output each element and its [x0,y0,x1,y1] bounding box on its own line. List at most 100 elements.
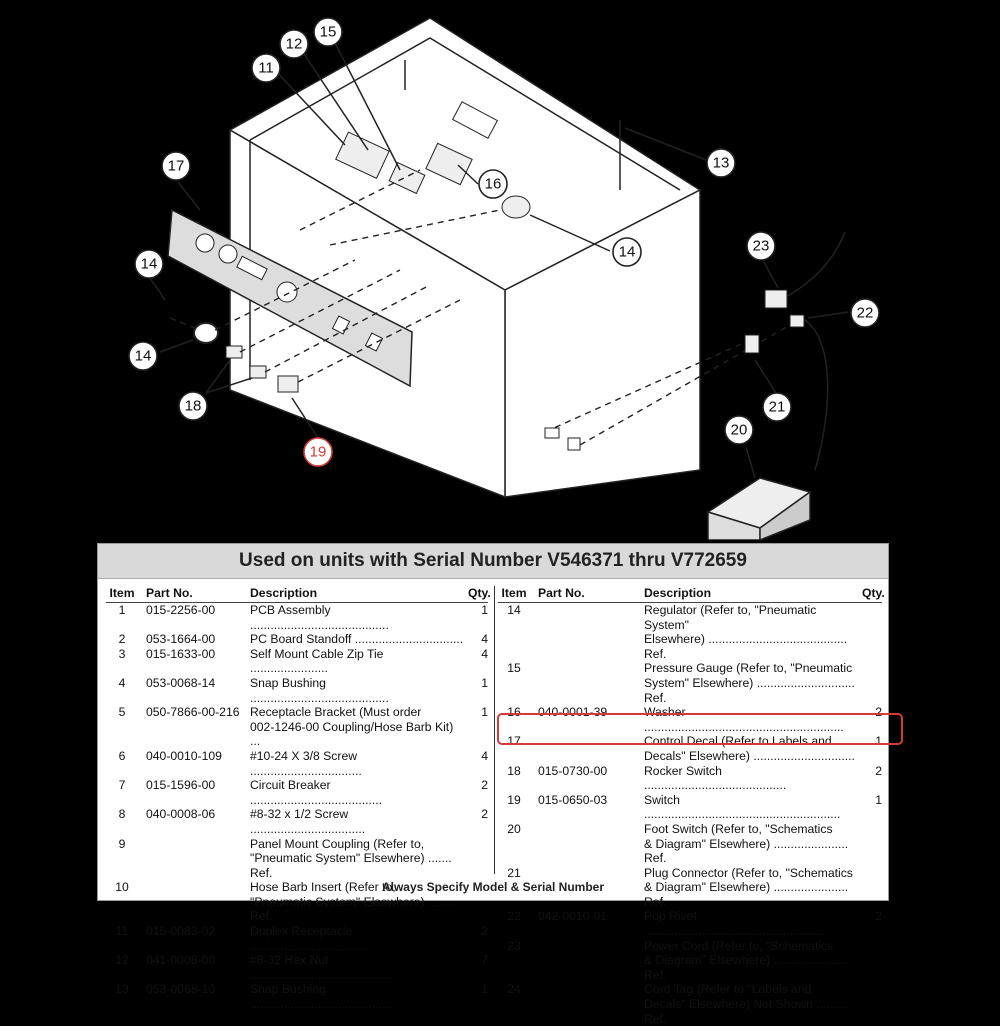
column-headers-left: Item Part No. Description Qty. [106,584,491,603]
quantity [862,661,882,705]
callout-13: 13 [706,148,736,178]
svg-text:19: 19 [310,444,327,461]
header-part-no: Part No. [538,586,585,600]
callout-14-left-bottom: 14 [128,341,158,371]
svg-text:22: 22 [857,305,874,322]
item-number: 21 [507,865,521,880]
description: Self Mount Cable Zip Tie ...............… [250,646,384,676]
quantity: 2 [481,807,488,822]
item-number: 5 [118,705,126,720]
parts-list-table: Used on units with Serial Number V546371… [97,543,889,1026]
quantity [862,822,882,866]
item-number: 12 [115,953,129,968]
header-part-no: Part No. [146,586,193,600]
part-number: 053-0068-10 [146,982,216,997]
cabinet-drawing [149,17,849,540]
callout-19: 19 [303,437,333,467]
quantity: 1 [875,734,882,749]
callout-14-left-top: 14 [134,249,164,279]
quantity: 4 [481,632,488,647]
quantity [468,837,488,881]
quantity: 2 [481,924,488,939]
quantity [862,982,882,1026]
description: Circuit Breaker ........................… [250,778,383,807]
item-number: 1 [118,603,126,617]
item-number: 24 [507,982,521,997]
header-item: Item [109,586,135,600]
item-number: 19 [507,792,521,807]
item-number: 2 [118,632,126,647]
description: Panel Mount Coupling (Refer to, "Pneumat… [250,836,452,880]
item-number: 23 [507,938,521,953]
quantity: 7 [481,953,488,968]
item-number: 7 [118,778,126,793]
quantity: 1 [481,982,488,997]
callout-15: 15 [313,17,343,47]
svg-text:13: 13 [713,155,730,172]
part-number: 015-1633-00 [146,646,216,661]
part-number: 041-0008-00 [146,953,216,968]
part-number: 050-7866-00-216 [146,705,240,720]
part-number: 015-0650-03 [538,792,608,807]
svg-text:21: 21 [769,399,786,416]
svg-text:12: 12 [286,36,303,53]
table-row: 13 053-0068-10 Snap Bushing ..............… [106,982,488,1011]
callout-14-right: 14 [612,237,642,267]
item-19-highlight-box [497,713,903,745]
header-description: Description [250,586,318,600]
item-number: 6 [118,748,126,763]
part-number: 015-1596-00 [146,778,216,793]
svg-text:15: 15 [320,24,337,41]
quantity: 2 [481,778,488,793]
item-number: 20 [507,821,521,836]
part-number [138,837,250,881]
item-number: 15 [507,661,521,676]
table-row: 23 Power Cord (Refer to, "Schematics & Di… [498,939,882,983]
item-number: 10 [115,880,129,895]
description: Duplex Receptacle ......................… [250,924,369,953]
quantity: 1 [481,603,488,617]
description: Power Cord (Refer to, "Schematics & Diag… [644,938,849,982]
item-number: 18 [507,763,521,778]
description: #10-24 X 3/8 Screw .....................… [250,748,362,778]
part-number [530,822,644,866]
description: PCB Assembly ...........................… [250,603,389,632]
svg-text:23: 23 [753,238,770,255]
callout-17: 17 [161,151,191,181]
description: #8-32 x 1/2 Screw ......................… [250,807,366,836]
svg-text:20: 20 [731,422,748,439]
description: Snap Bushing ...........................… [250,675,389,705]
callout-23: 23 [746,231,776,261]
quantity [862,939,882,983]
item-number: 13 [115,982,129,997]
quantity: 1 [481,705,488,720]
description: Snap Bushing ...........................… [250,982,396,1012]
item-number: 14 [507,603,521,617]
table-row: 7 015-1596-00 Circuit Breaker ...........… [106,778,488,807]
svg-text:14: 14 [135,348,152,365]
svg-text:18: 18 [185,398,202,415]
description: Hose Barb Insert (Refer to, "Pneumatic S… [250,880,456,924]
quantity: 1 [481,675,488,690]
callout-11: 11 [251,53,281,83]
quantity: 1 [875,792,882,807]
column-divider [494,586,495,874]
part-number [530,939,644,983]
header-qty: Qty. [468,586,491,600]
